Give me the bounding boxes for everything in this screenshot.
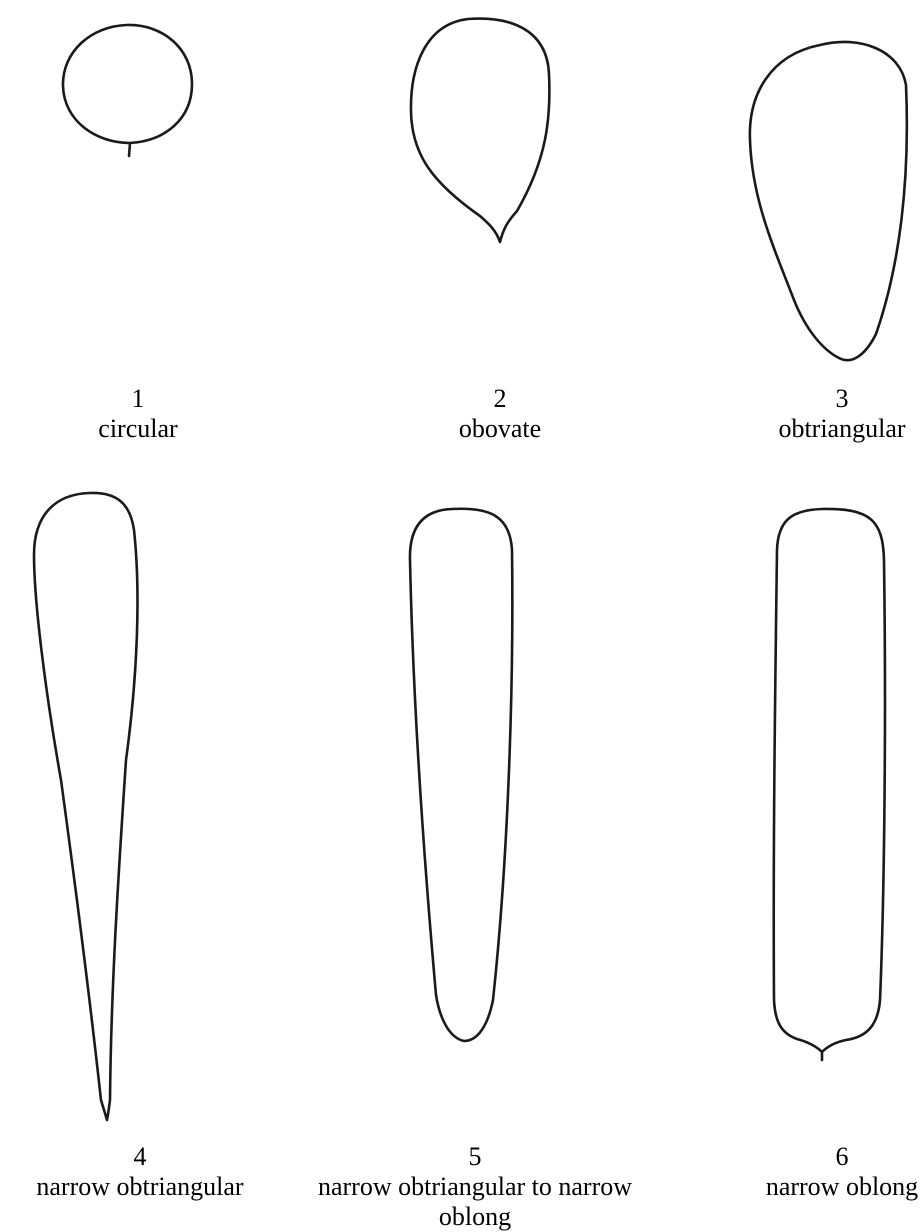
narrow-oblong-outline bbox=[774, 509, 885, 1060]
shape-label-obtriangular: 3 obtriangular bbox=[732, 384, 922, 444]
shape-label-narrow-obtriangular: 4 narrow obtriangular bbox=[0, 1142, 280, 1202]
shape-number: 3 bbox=[732, 384, 922, 414]
shape-number: 5 bbox=[310, 1142, 640, 1172]
narrow-obtriangular-to-narrow-oblong-outline bbox=[410, 509, 512, 1041]
shape-label-narrow-oblong: 6 narrow oblong bbox=[732, 1142, 922, 1202]
circular-outline bbox=[63, 25, 192, 156]
obtriangular-outline bbox=[750, 42, 907, 360]
shape-name: circular bbox=[28, 414, 248, 444]
shape-name: obtriangular bbox=[732, 414, 922, 444]
shape-number: 2 bbox=[390, 384, 610, 414]
shape-name: narrow oblong bbox=[732, 1172, 922, 1202]
shape-name: obovate bbox=[390, 414, 610, 444]
shape-label-circular: 1 circular bbox=[28, 384, 248, 444]
shape-name: narrow obtriangular to narrow oblong bbox=[310, 1172, 640, 1232]
obovate-outline bbox=[411, 19, 549, 242]
shape-label-narrow-obtriangular-to-narrow-oblong: 5 narrow obtriangular to narrow oblong bbox=[310, 1142, 640, 1232]
shape-label-obovate: 2 obovate bbox=[390, 384, 610, 444]
narrow-obtriangular-outline bbox=[34, 493, 137, 1120]
shape-number: 4 bbox=[0, 1142, 280, 1172]
shape-number: 1 bbox=[28, 384, 248, 414]
shape-number: 6 bbox=[732, 1142, 922, 1172]
shape-name: narrow obtriangular bbox=[0, 1172, 280, 1202]
